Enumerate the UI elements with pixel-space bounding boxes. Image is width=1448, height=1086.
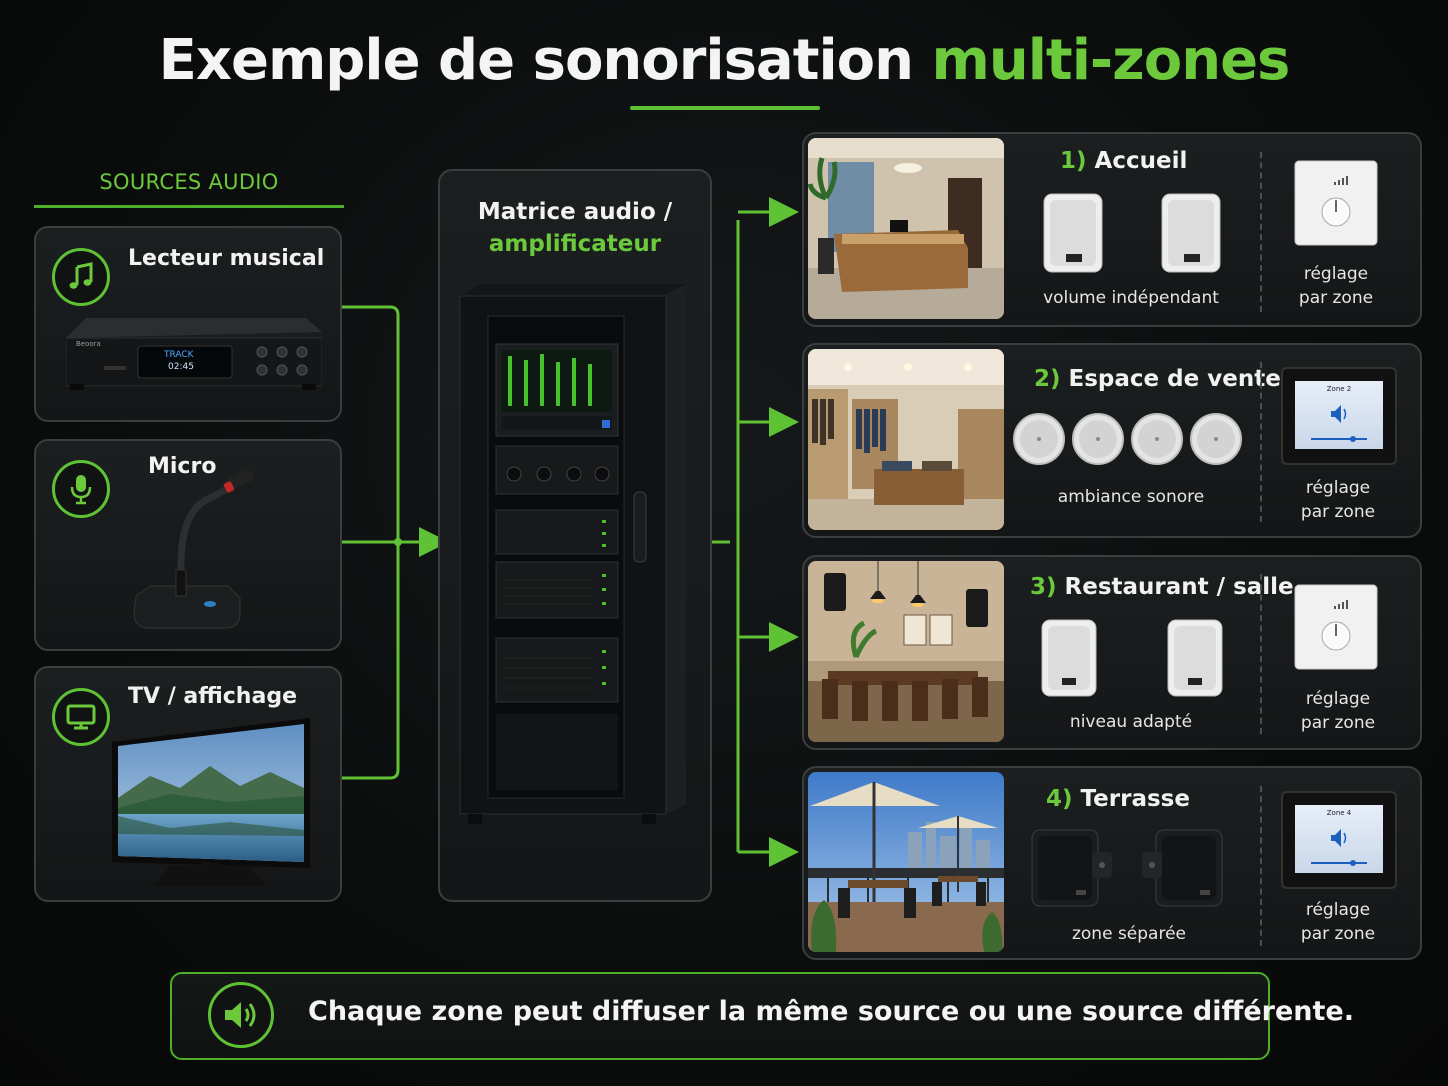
tv-device bbox=[110, 716, 314, 896]
matrix-label: Matrice audio / amplificateur bbox=[438, 196, 712, 260]
wall-speaker-icon bbox=[1160, 192, 1222, 274]
device-display-time: 02:45 bbox=[168, 362, 194, 372]
zone-photo-espace-de-vente bbox=[808, 349, 1004, 530]
zone-name-2: Espace de vente bbox=[1068, 366, 1281, 392]
touch-panel-zone-label: Zone 4 bbox=[1326, 809, 1352, 817]
zone-name-3: Restaurant / salle bbox=[1064, 574, 1294, 600]
zone-title-2: 2) Espace de vente bbox=[1034, 366, 1281, 392]
control-line-1: réglage bbox=[1305, 900, 1371, 920]
source-label-music-player: Lecteur musical bbox=[128, 246, 325, 271]
touch-panel-icon: Zone 2 bbox=[1281, 367, 1397, 465]
junction-dot bbox=[394, 538, 402, 546]
ceiling-speakers-group bbox=[1012, 412, 1244, 466]
outdoor-speaker-icon bbox=[1140, 826, 1224, 910]
ceiling-speaker-icon bbox=[1190, 413, 1242, 465]
ceiling-speaker-icon bbox=[1072, 413, 1124, 465]
zone-number-1: 1) bbox=[1060, 148, 1087, 174]
footer-banner bbox=[170, 972, 1270, 1060]
footer-text: Chaque zone peut diffuser la même source… bbox=[308, 996, 1354, 1027]
zone-name-1: Accueil bbox=[1094, 148, 1188, 174]
touch-panel-screen: Zone 4 bbox=[1295, 805, 1383, 873]
source-label-tv: TV / affichage bbox=[128, 684, 297, 709]
wall-speaker-icon bbox=[1042, 192, 1104, 274]
matrix-label-line1: Matrice audio / bbox=[477, 199, 673, 225]
volume-knob-panel-icon bbox=[1294, 160, 1378, 246]
zone-separator bbox=[1260, 362, 1262, 522]
music-note-icon bbox=[52, 248, 110, 306]
ceiling-speaker-icon bbox=[1131, 413, 1183, 465]
zone-control-label-2: réglage par zone bbox=[1282, 476, 1394, 524]
control-line-1: réglage bbox=[1305, 689, 1371, 709]
zone-separator bbox=[1260, 786, 1262, 946]
zone-control-label-4: réglage par zone bbox=[1282, 898, 1394, 946]
ceiling-speaker-icon bbox=[1013, 413, 1065, 465]
zone-number-3: 3) bbox=[1030, 574, 1057, 600]
touch-panel-icon: Zone 4 bbox=[1281, 791, 1397, 889]
title-accent: multi-zones bbox=[931, 28, 1291, 93]
title-main: Exemple de sonorisation bbox=[158, 28, 914, 93]
zone-name-4: Terrasse bbox=[1080, 786, 1190, 812]
speaker-volume-icon bbox=[208, 982, 274, 1048]
title-underline bbox=[630, 106, 820, 110]
wall-speaker-icon bbox=[1040, 618, 1098, 698]
zone-number-4: 4) bbox=[1046, 786, 1073, 812]
source-label-microphone: Micro bbox=[148, 454, 217, 479]
zone-separator bbox=[1260, 574, 1262, 734]
zone-caption-2: ambiance sonore bbox=[1057, 487, 1205, 507]
control-line-1: réglage bbox=[1303, 264, 1369, 284]
music-player-device: Beoora TRACK 02:45 bbox=[65, 318, 323, 392]
microphone-device bbox=[128, 466, 268, 632]
wall-speaker-icon bbox=[1166, 618, 1224, 698]
equipment-rack bbox=[456, 284, 692, 832]
control-line-2: par zone bbox=[1298, 288, 1374, 308]
control-line-1: réglage bbox=[1305, 478, 1371, 498]
zone-photo-terrasse bbox=[808, 772, 1004, 952]
touch-panel-screen: Zone 2 bbox=[1295, 381, 1383, 449]
touch-panel-zone-label: Zone 2 bbox=[1326, 385, 1352, 393]
page-title: Exemple de sonorisation multi-zones bbox=[0, 28, 1448, 93]
zone-title-4: 4) Terrasse bbox=[1046, 786, 1190, 812]
zone-control-label-3: réglage par zone bbox=[1282, 687, 1394, 735]
zone-caption-1: volume indépendant bbox=[1043, 288, 1219, 308]
zone-caption-4: zone séparée bbox=[1071, 924, 1187, 944]
microphone-icon bbox=[52, 460, 110, 518]
control-line-2: par zone bbox=[1300, 713, 1376, 733]
outdoor-speaker-icon bbox=[1030, 826, 1114, 910]
control-line-2: par zone bbox=[1300, 502, 1376, 522]
sources-underline bbox=[34, 205, 344, 208]
device-brand: Beoora bbox=[76, 340, 101, 348]
device-display-track: TRACK bbox=[164, 350, 194, 360]
monitor-icon bbox=[52, 688, 110, 746]
zone-photo-accueil bbox=[808, 138, 1004, 319]
zone-title-1: 1) Accueil bbox=[1060, 148, 1187, 174]
zone-title-3: 3) Restaurant / salle bbox=[1030, 574, 1294, 600]
sources-heading: SOURCES AUDIO bbox=[99, 170, 279, 194]
zone-photo-restaurant bbox=[808, 561, 1004, 742]
volume-knob-panel-icon bbox=[1294, 584, 1378, 670]
zone-separator bbox=[1260, 152, 1262, 312]
control-line-2: par zone bbox=[1300, 924, 1376, 944]
zone-number-2: 2) bbox=[1034, 366, 1061, 392]
matrix-label-line2: amplificateur bbox=[488, 231, 662, 257]
zone-control-label-1: réglage par zone bbox=[1280, 262, 1392, 310]
zone-caption-3: niveau adapté bbox=[1069, 712, 1193, 732]
